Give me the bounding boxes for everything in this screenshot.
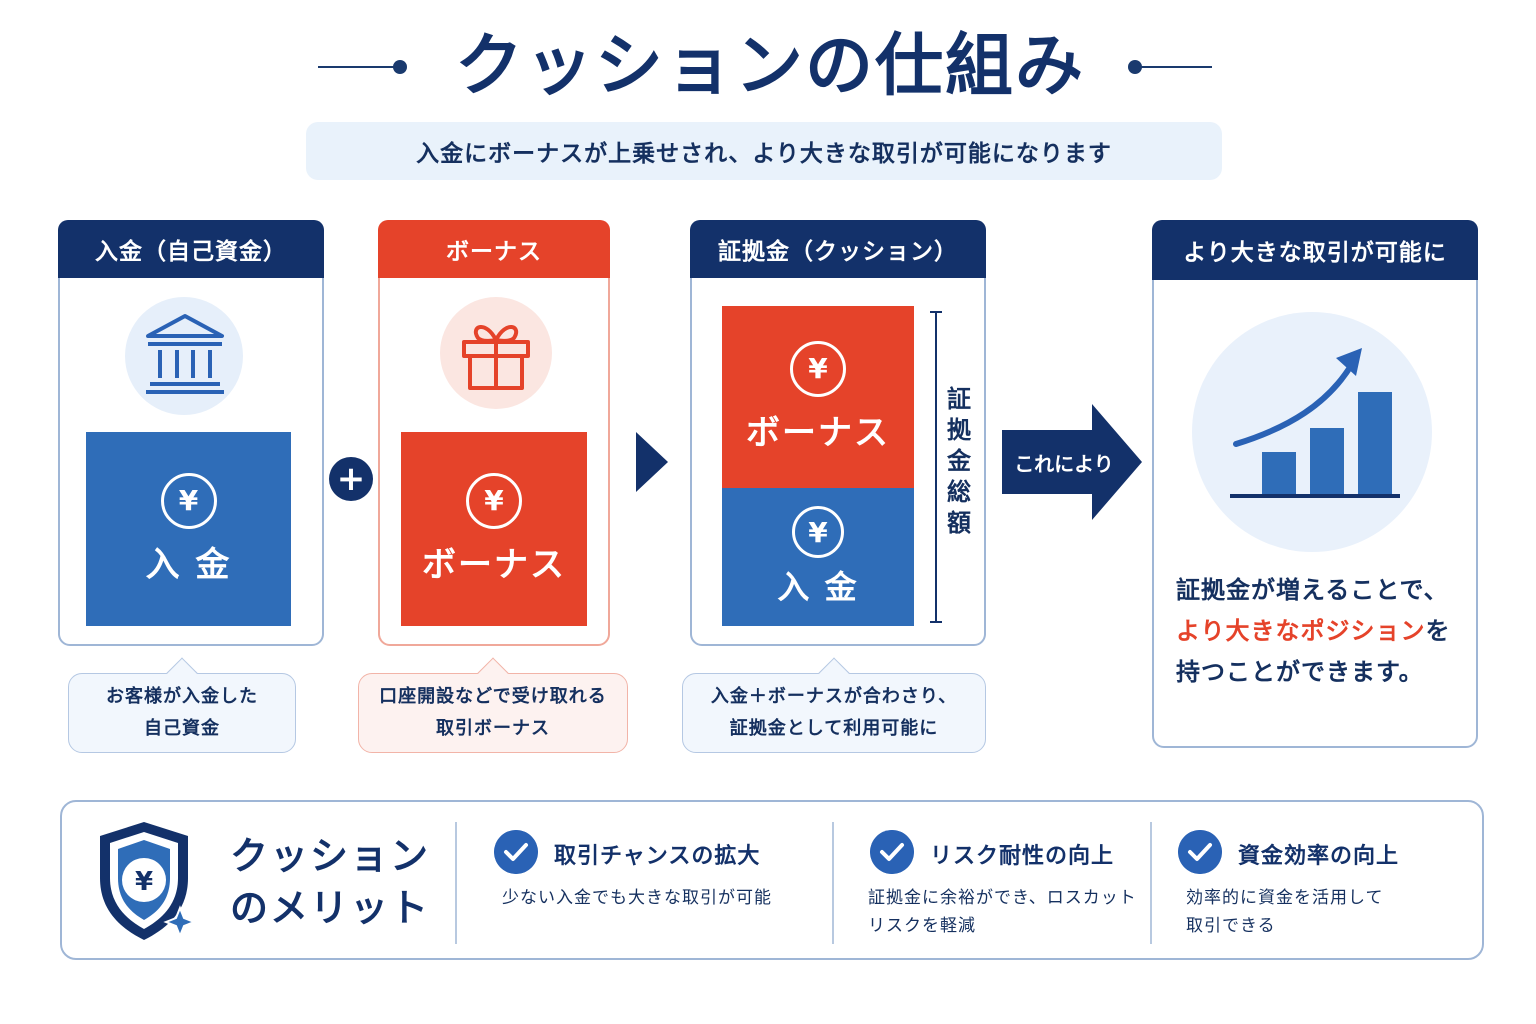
check-icon: [870, 830, 914, 874]
merit-desc-line1: 証拠金に余裕ができ、ロスカット: [868, 888, 1137, 908]
svg-text:¥: ¥: [135, 867, 153, 897]
result-description: 証拠金が増えることで、 より大きなポジションを 持つことができます。: [1176, 570, 1466, 693]
title-left-line: [318, 66, 398, 68]
subtitle-text: 入金にボーナスが上乗せされ、より大きな取引が可能になります: [416, 141, 1112, 167]
bonus-note-line1: 口座開設などで受け取れる: [379, 686, 607, 707]
yen-icon: ¥: [790, 340, 846, 397]
merit-divider: [455, 822, 457, 944]
merit-desc-line1: 少ない入金でも大きな取引が可能: [502, 888, 772, 908]
margin-note-line1: 入金＋ボーナスが合わさり、: [710, 686, 958, 707]
title-right-dot: [1128, 60, 1142, 74]
margin-bonus-label: ボーナス: [746, 412, 890, 453]
title-left-dot: [393, 60, 407, 74]
yen-icon: ¥: [160, 472, 217, 529]
bonus-header-label: ボーナス: [446, 239, 542, 265]
shield-yen-icon: ¥: [100, 822, 197, 940]
deposit-note-line1: お客様が入金した: [106, 686, 258, 707]
bonus-note-line2: 取引ボーナス: [436, 718, 550, 739]
merit-divider: [1150, 822, 1152, 944]
margin-header-label: 証拠金（クッション）: [718, 239, 958, 265]
page-title: クッションの仕組み: [454, 27, 1085, 106]
check-icon: [1178, 830, 1222, 874]
margin-note: 入金＋ボーナスが合わさり、 証拠金として利用可能に: [682, 657, 986, 753]
merit-panel: [60, 800, 1484, 960]
result-header-label: より大きな取引が可能に: [1183, 240, 1447, 266]
gift-icon: [462, 325, 530, 390]
merit-heading: 取引チャンスの拡大: [554, 844, 761, 869]
bonus-note: 口座開設などで受け取れる 取引ボーナス: [358, 657, 628, 753]
margin-note-line2: 証拠金として利用可能に: [729, 718, 939, 739]
subtitle-banner: 入金にボーナスが上乗せされ、より大きな取引が可能になります: [306, 122, 1222, 180]
margin-deposit-label: 入 金: [777, 568, 859, 606]
deposit-block: ¥ 入 金: [86, 432, 291, 626]
total-margin-label: 証拠金総額: [947, 385, 971, 537]
result-line1: 証拠金が増えることで、: [1176, 576, 1449, 604]
triangle-arrow-icon: [636, 432, 668, 492]
merit-description: 証拠金に余裕ができ、ロスカット リスクを軽減: [868, 884, 1137, 940]
result-line2: より大きなポジションを: [1176, 611, 1466, 652]
total-bracket: [930, 311, 942, 623]
result-card-header: より大きな取引が可能に: [1152, 220, 1478, 280]
growth-chart-icon: [1230, 348, 1400, 498]
title-right-line: [1138, 66, 1212, 68]
bonus-card-header: ボーナス: [378, 220, 610, 278]
margin-card-header: 証拠金（クッション）: [690, 220, 986, 278]
merit-description: 少ない入金でも大きな取引が可能: [502, 884, 772, 912]
big-arrow-icon: [1002, 404, 1142, 520]
merit-heading: リスク耐性の向上: [930, 844, 1115, 869]
merit-divider: [832, 822, 834, 944]
deposit-header-label: 入金（自己資金）: [95, 239, 287, 265]
deposit-card-header: 入金（自己資金）: [58, 220, 324, 278]
deposit-note-line2: 自己資金: [144, 718, 220, 739]
merit-title-line2: のメリット: [230, 886, 431, 930]
merit-desc-line1: 効率的に資金を活用して: [1186, 888, 1384, 908]
bonus-block-label: ボーナス: [422, 544, 566, 585]
bonus-block: ¥ ボーナス: [401, 432, 587, 626]
bank-icon: [146, 314, 224, 394]
deposit-block-label: 入 金: [145, 544, 232, 585]
result-highlight: より大きなポジション: [1176, 617, 1426, 645]
deposit-note: お客様が入金した 自己資金: [68, 657, 296, 753]
yen-icon: ¥: [792, 506, 844, 558]
merit-heading: 資金効率の向上: [1238, 844, 1400, 869]
margin-bonus-block: ¥ ボーナス: [722, 306, 914, 488]
result-line3: 持つことができます。: [1176, 658, 1424, 686]
merit-desc-line2: リスクを軽減: [868, 916, 976, 936]
arrow-label: これにより: [1014, 452, 1114, 476]
margin-deposit-block: ¥ 入 金: [722, 488, 914, 626]
merit-title: クッション のメリット: [230, 830, 440, 934]
merit-desc-line2: 取引できる: [1186, 916, 1276, 936]
check-icon: [494, 830, 538, 874]
result-line2-rest: を: [1425, 617, 1451, 645]
merit-description: 効率的に資金を活用して 取引できる: [1186, 884, 1384, 940]
yen-icon: ¥: [466, 472, 522, 529]
merit-title-line1: クッション: [230, 834, 431, 878]
plus-icon: +: [329, 457, 373, 501]
